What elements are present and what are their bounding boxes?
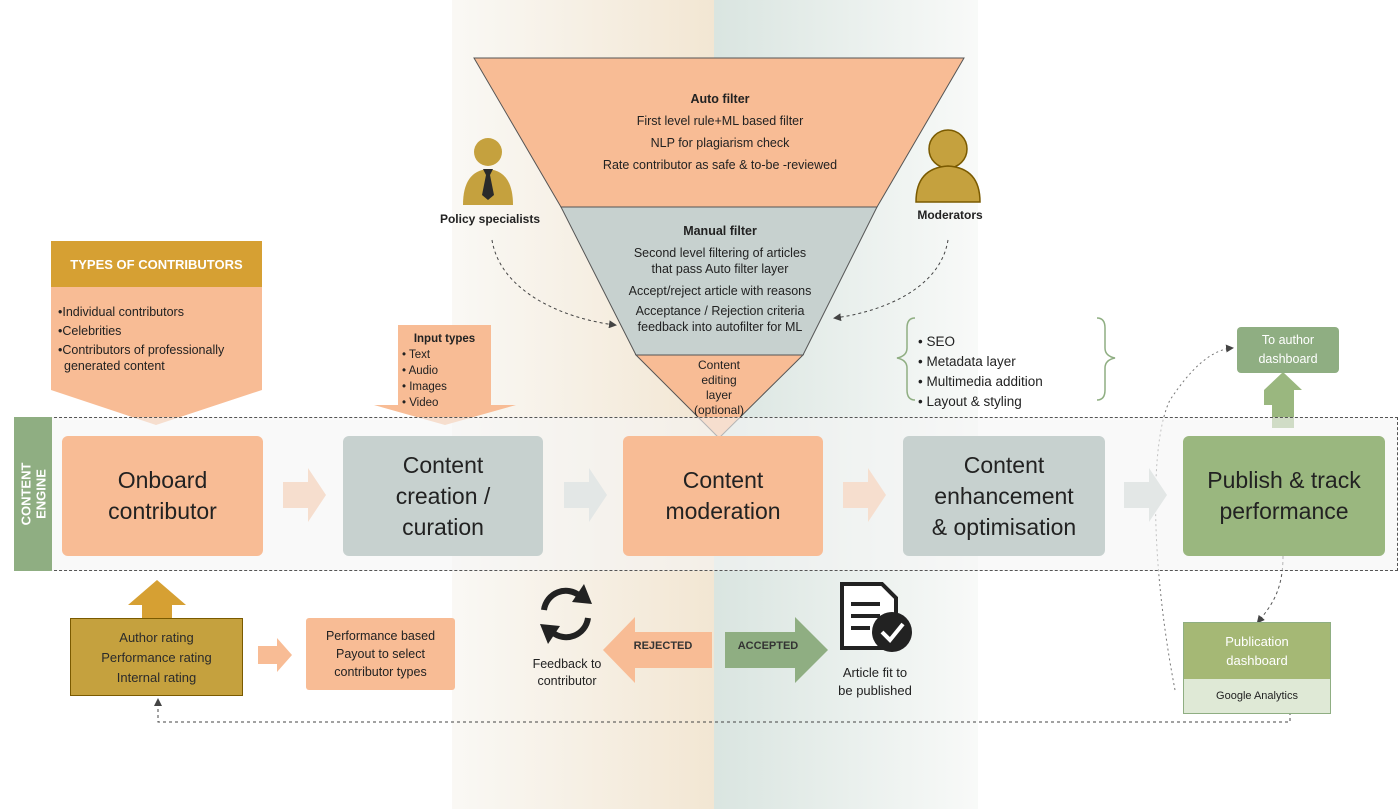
publication-dashboard-header: Publication dashboard bbox=[1184, 623, 1330, 679]
list-item: generated content bbox=[64, 359, 165, 373]
types-arrow-body bbox=[51, 287, 262, 425]
manual-filter-text: Manual filter Second level filtering of … bbox=[590, 223, 850, 335]
rating-item: Performance rating bbox=[101, 650, 212, 665]
rejected-arrow bbox=[603, 617, 712, 683]
payout-line: Performance based bbox=[325, 629, 436, 643]
auto-filter-title: Auto filter bbox=[690, 92, 750, 106]
stage-label: Content moderation bbox=[665, 467, 781, 524]
google-analytics-label: Google Analytics bbox=[1184, 679, 1330, 713]
editing-layer bbox=[634, 354, 805, 439]
stage-label: Publish & track performance bbox=[1207, 467, 1361, 524]
manual-filter-line: feedback into autofilter for ML bbox=[637, 320, 803, 334]
editing-line: layer bbox=[705, 388, 732, 402]
rejected-label: REJECTED bbox=[633, 640, 693, 652]
accepted-label: ACCEPTED bbox=[737, 640, 799, 652]
list-item: • Metadata layer bbox=[918, 354, 1016, 369]
article-fit-line: be published bbox=[838, 683, 912, 698]
rating-item: Author rating bbox=[119, 630, 194, 645]
input-types-arrow-body bbox=[374, 325, 516, 425]
editing-line: (optional) bbox=[693, 403, 745, 417]
auto-filter-line: NLP for plagiarism check bbox=[650, 136, 790, 150]
types-of-contributors-title: TYPES OF CONTRIBUTORS bbox=[51, 241, 262, 287]
to-author-dashboard: To author dashboard bbox=[1237, 327, 1339, 373]
stage-content-enhancement: Content enhancement & optimisation bbox=[903, 436, 1105, 556]
stage-label: Content enhancement & optimisation bbox=[931, 451, 1077, 540]
stage-onboard-contributor: Onboard contributor bbox=[62, 436, 263, 556]
list-item: •Celebrities bbox=[58, 324, 122, 338]
accepted-arrow bbox=[725, 617, 828, 683]
payout-box: Performance based Payout to select contr… bbox=[306, 618, 455, 690]
manual-filter-line: Acceptance / Rejection criteria bbox=[635, 304, 805, 318]
moderators-label: Moderators bbox=[917, 208, 983, 222]
rating-item: Internal rating bbox=[116, 670, 197, 685]
stage-content-moderation: Content moderation bbox=[623, 436, 823, 556]
to-author-dashboard-label: To author dashboard bbox=[1258, 333, 1318, 366]
auto-filter-line: First level rule+ML based filter bbox=[636, 114, 804, 128]
manual-filter-line: Second level filtering of articles bbox=[633, 246, 807, 260]
stage-label: Content creation / curation bbox=[395, 451, 491, 540]
feedback-to-contributor: Feedback to contributor bbox=[517, 656, 617, 690]
input-types: Input types • Text • Audio • Images • Vi… bbox=[398, 331, 491, 411]
ratings-box: Author rating Performance rating Interna… bbox=[70, 618, 243, 696]
list-item: • Text bbox=[402, 349, 431, 361]
auto-filter-line: Rate contributor as safe & to-be -review… bbox=[602, 158, 838, 172]
feedback-line: Feedback to bbox=[532, 657, 602, 671]
stage-content-creation: Content creation / curation bbox=[343, 436, 543, 556]
article-fit-line: Article fit to bbox=[842, 665, 908, 680]
policy-specialists-label: Policy specialists bbox=[439, 212, 541, 226]
types-of-contributors-list: •Individual contributors •Celebrities •C… bbox=[58, 304, 263, 374]
input-types-title: Input types bbox=[413, 333, 476, 345]
list-item: • Multimedia addition bbox=[918, 374, 1043, 389]
moderator-icon bbox=[915, 129, 981, 203]
list-item: • SEO bbox=[918, 334, 955, 349]
publication-dashboard: Publication dashboard Google Analytics bbox=[1183, 622, 1331, 714]
publication-dashboard-title: Publication dashboard bbox=[1225, 634, 1289, 668]
auto-filter-text: Auto filter First level rule+ML based fi… bbox=[560, 91, 880, 173]
list-item: • Images bbox=[402, 381, 447, 393]
feedback-line: contributor bbox=[537, 674, 597, 688]
manual-filter-line: Accept/reject article with reasons bbox=[628, 284, 812, 298]
list-item: • Audio bbox=[402, 365, 438, 377]
payout-line: Payout to select bbox=[336, 647, 425, 661]
list-item: •Individual contributors bbox=[58, 305, 184, 319]
content-engine-label: CONTENT ENGINE bbox=[14, 417, 52, 571]
up-arrow-ratings bbox=[128, 580, 186, 618]
stage-label: Onboard contributor bbox=[108, 467, 217, 524]
manual-filter-line: that pass Auto filter layer bbox=[651, 262, 789, 276]
editing-line: Content bbox=[697, 358, 741, 372]
refresh-icon bbox=[541, 587, 591, 641]
document-check-icon bbox=[840, 582, 912, 652]
editing-line: editing bbox=[701, 373, 737, 387]
stage-publish-track: Publish & track performance bbox=[1183, 436, 1385, 556]
payout-line: contributor types bbox=[334, 665, 427, 679]
list-item: •Contributors of professionally bbox=[58, 343, 225, 357]
article-fit-to-be-published: Article fit to be published bbox=[820, 664, 930, 700]
enhancement-list: • SEO • Metadata layer • Multimedia addi… bbox=[918, 332, 1098, 412]
editing-layer-text: Content editing layer (optional) bbox=[680, 358, 758, 418]
manual-filter-title: Manual filter bbox=[683, 224, 757, 238]
policy-specialist-icon bbox=[463, 138, 513, 205]
list-item: • Video bbox=[402, 397, 439, 409]
list-item: • Layout & styling bbox=[918, 394, 1022, 409]
